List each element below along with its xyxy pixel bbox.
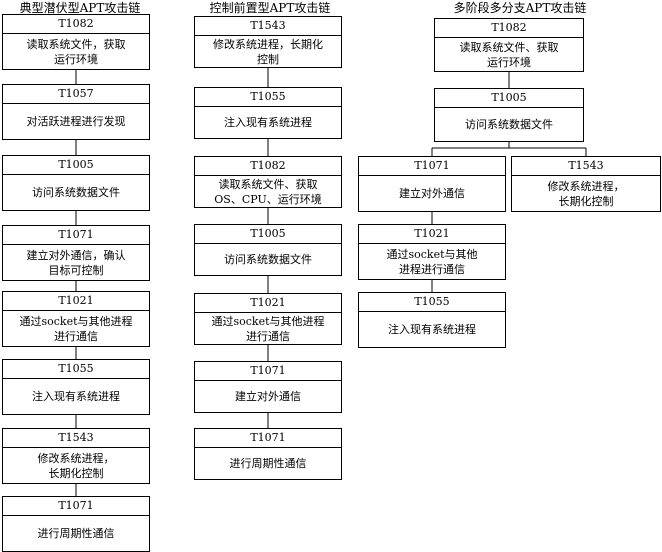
technique-label: 通过socket与其他 进程进行通信: [386, 247, 478, 276]
technique-label: 注入现有系统进程: [224, 116, 312, 129]
technique-id: T1057: [3, 85, 149, 104]
chain-1-step: T1055 注入现有系统进程: [2, 359, 150, 415]
technique-id: T1082: [3, 15, 149, 34]
technique-label: 进行周期性通信: [229, 457, 307, 470]
technique-id: T1021: [3, 292, 149, 311]
technique-id: T1005: [435, 89, 583, 108]
technique-id: T1071: [195, 429, 341, 448]
technique-label: 修改系统进程，长期化 控制: [213, 37, 323, 66]
technique-id: T1021: [195, 294, 341, 313]
chain-1-step: T1071 进行周期性通信: [2, 496, 150, 552]
chain-3-trunk-step: T1005 访问系统数据文件: [434, 88, 584, 142]
technique-id: T1082: [435, 19, 583, 38]
chain-1-step: T1021 通过socket与其他进程 进行通信: [2, 291, 150, 347]
technique-id: T1005: [195, 225, 341, 244]
chain-3-title: 多阶段多分支APT攻击链: [453, 1, 587, 15]
technique-label: 对活跃进程进行发现: [26, 115, 126, 128]
chain-1-step: T1071 建立对外通信，确认 目标可控制: [2, 225, 150, 281]
technique-id: T1543: [3, 429, 149, 448]
technique-label: 读取系统文件、获取 OS、CPU、运行环境: [214, 177, 322, 206]
technique-id: T1055: [195, 88, 341, 107]
chain-1-step: T1543 修改系统进程， 长期化控制: [2, 428, 150, 484]
technique-id: T1071: [3, 497, 149, 516]
technique-label: 注入现有系统进程: [388, 323, 476, 336]
chain-2-step: T1071 进行周期性通信: [194, 428, 342, 480]
technique-id: T1082: [195, 157, 341, 176]
chain-2-step: T1055 注入现有系统进程: [194, 87, 342, 139]
chain-3-left-branch-step: T1055 注入现有系统进程: [358, 292, 506, 348]
chain-2-step: T1071 建立对外通信: [194, 361, 342, 413]
chain-3-trunk-step: T1082 读取系统文件、获取 运行环境: [434, 18, 584, 72]
technique-id: T1543: [195, 17, 341, 36]
chain-3-right-branch-step: T1543 修改系统进程， 长期化控制: [511, 156, 661, 212]
technique-label: 建立对外通信: [235, 390, 301, 403]
technique-id: T1071: [359, 157, 505, 176]
chain-1-step: T1057 对活跃进程进行发现: [2, 84, 150, 140]
chain-2-step: T1005 访问系统数据文件: [194, 224, 342, 276]
chain-3-left-branch-step: T1071 建立对外通信: [358, 156, 506, 212]
technique-label: 访问系统数据文件: [465, 118, 553, 131]
technique-label: 读取系统文件、获取 运行环境: [459, 40, 559, 69]
technique-label: 建立对外通信: [399, 187, 465, 200]
chain-1-title: 典型潜伏型APT攻击链: [19, 1, 141, 15]
technique-label: 通过socket与其他进程 进行通信: [211, 314, 325, 343]
technique-label: 修改系统进程， 长期化控制: [37, 451, 115, 480]
chain-1-step: T1005 访问系统数据文件: [2, 155, 150, 211]
chain-1-step: T1082 读取系统文件，获取 运行环境: [2, 14, 150, 70]
technique-label: 访问系统数据文件: [224, 253, 312, 266]
technique-id: T1071: [195, 362, 341, 381]
technique-id: T1021: [359, 225, 505, 244]
technique-label: 注入现有系统进程: [32, 390, 120, 403]
technique-label: 读取系统文件，获取 运行环境: [26, 37, 126, 66]
technique-label: 访问系统数据文件: [32, 186, 120, 199]
technique-label: 建立对外通信，确认 目标可控制: [26, 248, 126, 277]
technique-id: T1071: [3, 226, 149, 245]
chain-3-left-branch-step: T1021 通过socket与其他 进程进行通信: [358, 224, 506, 280]
technique-label: 通过socket与其他进程 进行通信: [19, 314, 133, 343]
technique-id: T1055: [3, 360, 149, 379]
technique-label: 进行周期性通信: [37, 527, 115, 540]
technique-id: T1005: [3, 156, 149, 175]
technique-label: 修改系统进程， 长期化控制: [547, 179, 625, 208]
chain-2-title: 控制前置型APT攻击链: [209, 1, 331, 15]
technique-id: T1055: [359, 293, 505, 312]
technique-id: T1543: [512, 157, 660, 176]
